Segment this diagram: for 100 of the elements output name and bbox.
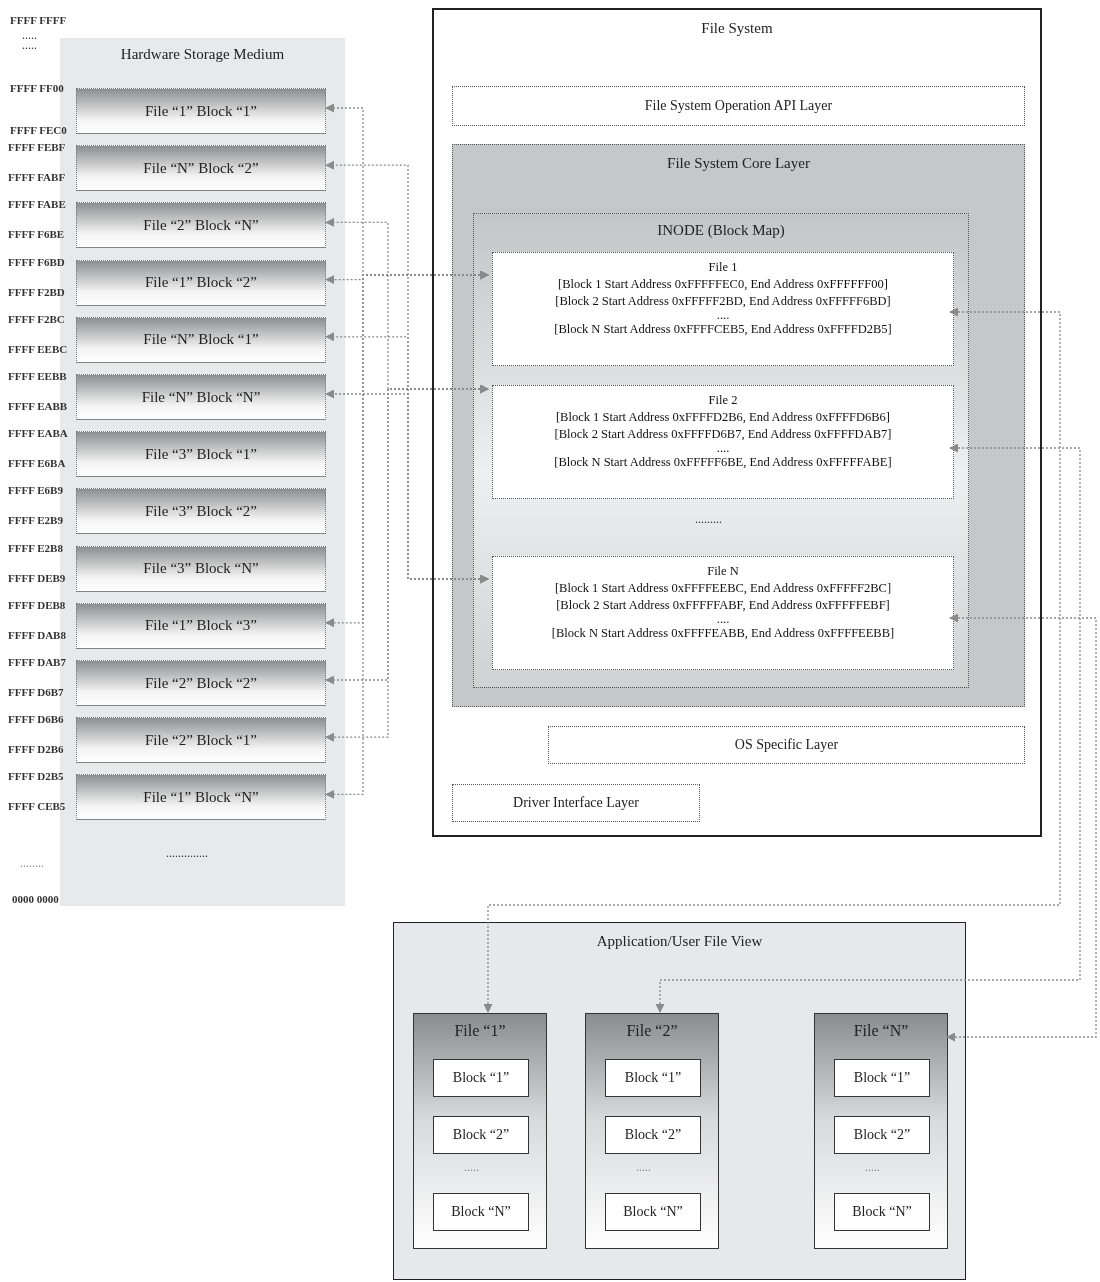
panel-title: File “N” — [852, 1022, 910, 1040]
storage-block — [76, 316, 326, 363]
block-box — [605, 1116, 701, 1154]
memory-address: FFFF D6B6 — [8, 713, 64, 726]
block-box — [433, 1116, 529, 1154]
memory-address: FFFF DAB8 — [8, 628, 66, 641]
block-address-range: .... — [716, 614, 730, 625]
file-heading: File 2 — [708, 392, 738, 409]
memory-address: FFFF D2B6 — [8, 743, 64, 756]
file-entry-box — [492, 556, 954, 670]
block-address-range: [Block N Start Address 0xFFFFEABB, End Address 0xFFFFEEBB] — [551, 625, 895, 642]
node-label: File “2” Block “N” — [143, 216, 259, 234]
node-label: Block “N” — [451, 1204, 511, 1220]
memory-address: FFFF EEBB — [8, 370, 67, 382]
memory-address: FFFF FFFF — [10, 14, 67, 26]
ellipsis-mark: ..... — [636, 1160, 651, 1175]
memory-address: FFFF D6B7 — [8, 686, 64, 698]
node-label: Block “N” — [623, 1204, 683, 1220]
node-label: File “2” Block “1” — [144, 731, 257, 749]
memory-address: FFFF FEC0 — [10, 124, 67, 136]
storage-block — [76, 374, 326, 420]
file-heading: File N — [707, 563, 739, 580]
system-frame — [432, 8, 1042, 837]
connector-arrow — [325, 270, 489, 799]
block-box — [433, 1193, 529, 1231]
memory-address: FFFF FABE — [8, 198, 66, 211]
memory-address: FFFF EABA — [8, 427, 68, 440]
memory-address: FFFF FF00 — [10, 82, 64, 94]
memory-address: FFFF E2B9 — [8, 514, 63, 527]
storage-block — [76, 145, 326, 192]
block-box — [605, 1193, 701, 1231]
memory-address: FFFF D2B5 — [8, 770, 64, 783]
node-label: File “N” Block “N” — [141, 388, 261, 406]
node-label: File “3” Block “2” — [144, 502, 257, 520]
view-panel — [393, 922, 966, 1280]
storage-block — [76, 259, 326, 306]
memory-address: FFFF E6BA — [8, 457, 66, 470]
storage-block — [76, 431, 326, 478]
node-label: Block “1” — [853, 1070, 911, 1086]
storage-block — [76, 774, 326, 821]
memory-address: FFFF EEBC — [8, 342, 68, 355]
memory-address: FFFF DEB9 — [8, 571, 66, 584]
memory-address: FFFF F2BC — [8, 312, 65, 325]
panel-title: File System Core Layer — [666, 155, 811, 172]
node-label: File “N” Block “2” — [143, 159, 259, 177]
layer-box — [452, 86, 1025, 126]
storage-block — [76, 88, 326, 134]
node-label: Block “2” — [452, 1127, 510, 1143]
layer-box — [452, 784, 700, 822]
node-label: File “3” Block “N” — [143, 560, 259, 578]
block-address-range: [Block 2 Start Address 0xFFFFFABF, End Address 0xFFFFFEBF] — [556, 597, 890, 614]
storage-block — [76, 717, 326, 764]
block-address-range: [Block 1 Start Address 0xFFFFFEC0, End Address 0xFFFFFF00] — [558, 276, 888, 293]
block-address-range: [Block 1 Start Address 0xFFFFD2B6, End Address 0xFFFFD6B6] — [555, 409, 891, 426]
file-column — [585, 1013, 719, 1249]
node-label: File “1” Block “1” — [144, 102, 257, 120]
storage-block — [76, 545, 326, 592]
memory-address: FFFF CEB5 — [8, 800, 66, 813]
layer-panel — [452, 144, 1025, 707]
node-label: Block “1” — [624, 1070, 682, 1086]
block-address-range: .... — [716, 443, 730, 454]
storage-block — [76, 488, 326, 535]
node-label: File “1” Block “3” — [144, 617, 257, 635]
file-column — [413, 1013, 547, 1249]
ellipsis-mark: ..... — [865, 1160, 880, 1175]
panel-title: INODE (Block Map) — [656, 222, 786, 239]
block-box — [605, 1059, 701, 1097]
block-box — [834, 1193, 930, 1231]
memory-address: FFFF DAB7 — [8, 656, 66, 668]
memory-address: FFFF FABF — [8, 171, 66, 184]
panel-title: File System — [700, 20, 774, 37]
node-label: OS Specific Layer — [734, 737, 839, 753]
block-address-range: [Block 2 Start Address 0xFFFFF2BD, End Address 0xFFFFF6BD] — [555, 293, 891, 310]
storage-block — [76, 202, 326, 249]
connector-arrow — [655, 443, 1081, 1013]
file-entry-box — [492, 385, 954, 499]
storage-block — [76, 602, 326, 649]
memory-address: FFFF E2B8 — [8, 541, 63, 554]
file-heading: File 1 — [708, 259, 738, 276]
node-label: File “1” Block “2” — [144, 274, 257, 292]
ellipsis-mark: .............. — [166, 846, 208, 861]
storage-block — [76, 660, 326, 706]
ellipsis-mark: ..... — [22, 28, 37, 43]
connector-arrow — [946, 613, 1097, 1042]
memory-address: FFFF FEBF — [8, 141, 66, 154]
memory-address: FFFF E6B9 — [8, 484, 63, 497]
file-entry-box — [492, 252, 954, 366]
block-address-range: .... — [716, 310, 730, 321]
block-box — [834, 1116, 930, 1154]
node-label: File “1” Block “N” — [143, 788, 259, 806]
node-label: Block “2” — [624, 1127, 682, 1143]
block-box — [834, 1059, 930, 1097]
panel-title: Application/User File View — [595, 933, 764, 950]
node-label: Block “2” — [853, 1127, 911, 1143]
panel-title: File “1” — [453, 1022, 507, 1040]
ellipsis-mark: ........ — [20, 856, 44, 871]
node-label: File “N” Block “1” — [143, 331, 259, 349]
node-label: File System Operation API Layer — [644, 98, 833, 114]
ellipsis-mark: ......... — [695, 512, 722, 527]
memory-address: FFFF F6BE — [8, 228, 65, 241]
